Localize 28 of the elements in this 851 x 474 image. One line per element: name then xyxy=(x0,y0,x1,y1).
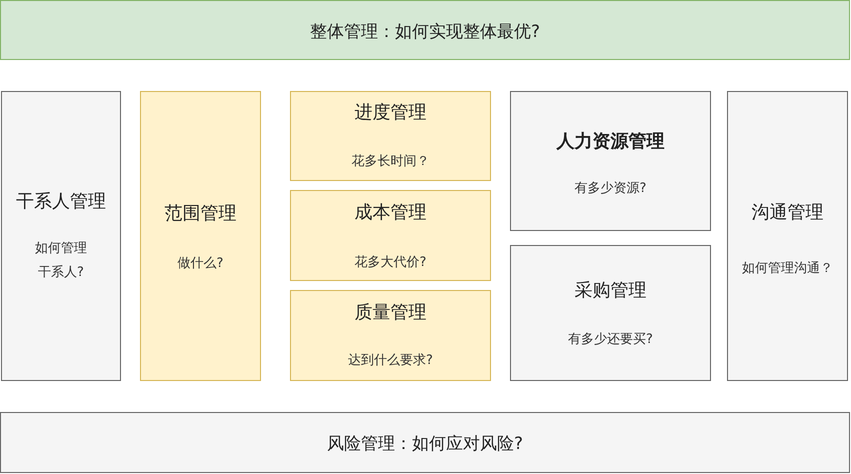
knowledge-area-box xyxy=(727,91,848,381)
box-heading: 干系人管理 xyxy=(16,190,106,213)
box-heading: 采购管理 xyxy=(574,279,646,302)
box-heading: 沟通管理 xyxy=(752,201,824,224)
knowledge-area-box xyxy=(290,290,491,381)
box-heading: 人力资源管理 xyxy=(556,130,664,153)
banner-box xyxy=(0,412,850,473)
box-heading: 范围管理 xyxy=(164,202,236,225)
knowledge-area-box xyxy=(510,91,711,231)
knowledge-area-box xyxy=(290,190,491,281)
box-heading: 进度管理 xyxy=(354,101,426,124)
box-question: 花多长时间？ xyxy=(352,153,430,171)
knowledge-area-box xyxy=(1,91,121,381)
box-heading: 成本管理 xyxy=(354,201,426,224)
knowledge-area-box xyxy=(290,91,491,181)
knowledge-area-box xyxy=(510,245,711,381)
box-question: 如何管理干系人? xyxy=(34,240,88,282)
box-heading: 质量管理 xyxy=(354,301,426,324)
banner-box xyxy=(0,0,850,60)
box-question: 达到什么要求? xyxy=(348,352,433,370)
box-question: 有多少还要买? xyxy=(568,331,653,349)
banner-text: 整体管理：如何实现整体最优? xyxy=(310,21,540,43)
box-question: 有多少资源? xyxy=(574,180,646,198)
box-question: 如何管理沟通？ xyxy=(742,260,833,278)
box-question: 花多大代价? xyxy=(354,254,426,272)
knowledge-area-box xyxy=(140,91,261,381)
box-question: 做什么? xyxy=(178,255,224,273)
banner-text: 风险管理：如何应对风险? xyxy=(326,433,524,455)
